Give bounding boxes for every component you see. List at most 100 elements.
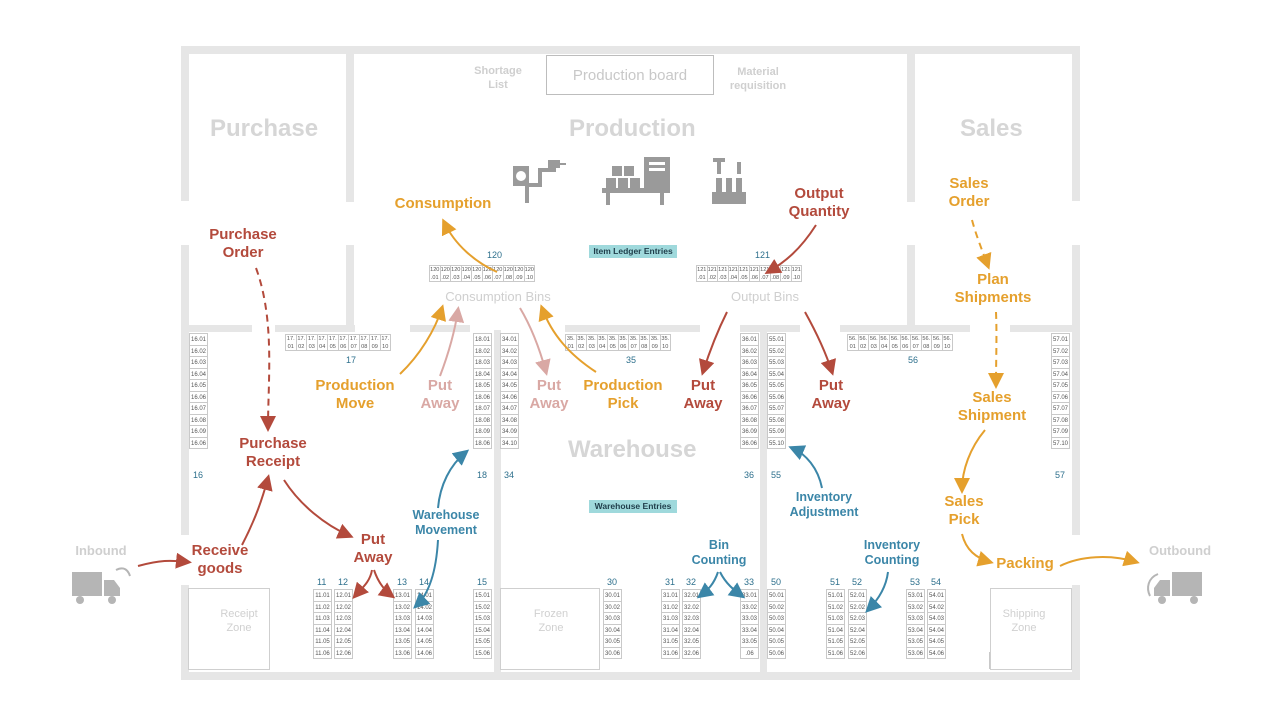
wall-mid-6 (840, 325, 970, 332)
bin-cell: 18.06 (473, 390, 492, 403)
put-away-label-2: Put Away (420, 377, 460, 412)
bin-cell: 18.06 (473, 436, 492, 449)
production-area-title: Production (569, 115, 696, 142)
put-away-label-5: Put Away (811, 377, 851, 412)
wall-mid-5 (740, 325, 800, 332)
consumption-label: Consumption (394, 195, 492, 212)
bin-number: 36 (744, 470, 755, 480)
bin-number: 55 (771, 470, 782, 480)
bin-cell: 18.01 (473, 333, 492, 346)
bin-number: 120 (487, 250, 503, 260)
wall-right-upper (1072, 46, 1080, 201)
bin-cell: 11.06 (313, 646, 332, 659)
packing-label: Packing (996, 555, 1054, 572)
bin-cell: 16.03 (189, 356, 208, 369)
bin-cell: 31.06 (661, 646, 680, 659)
consumption-bins-label: Consumption Bins (445, 289, 551, 304)
bin-cell: .06 (740, 646, 759, 659)
outbound-label: Outbound (1148, 543, 1212, 558)
bin-number: 52 (852, 577, 863, 587)
bin-cell: 12.03 (334, 612, 353, 625)
warehouse-movement-label: Warehouse Movement (412, 508, 480, 537)
bin-number: 57 (1055, 470, 1066, 480)
shipping-zone: Shipping Zone (990, 588, 1072, 670)
bin-cell: 34.09 (500, 425, 519, 438)
bin-cell: 55.07 (767, 402, 786, 415)
wall-left-lower (181, 245, 189, 535)
receipt-zone-label: Receipt Zone (220, 608, 258, 634)
bin-cell: 33.04 (740, 623, 759, 636)
production-board[interactable]: Production board (546, 55, 714, 95)
warehouse-entries-tag: Warehouse Entries (589, 500, 677, 513)
wall-warehouse-l (494, 330, 501, 675)
plan-shipments-label: Plan Shipments (954, 271, 1032, 306)
bin-cell: 57.05 (1051, 379, 1070, 392)
bin-cell: 54.06 (927, 646, 946, 659)
receive-goods-label: Receive goods (191, 542, 249, 577)
bin-number: 15 (477, 577, 488, 587)
inbound-label: Inbound (75, 543, 127, 558)
wall-left-upper (181, 46, 189, 201)
purchase-receipt-label: Purchase Receipt (239, 435, 307, 470)
bin-cell: 36.06 (740, 436, 759, 449)
bin-cell: 54.03 (927, 612, 946, 625)
robot-arm-icon (513, 160, 566, 203)
outbound-truck-icon (1147, 572, 1202, 604)
bin-cell: 50.06 (767, 646, 786, 659)
bin-cell: 53.06 (906, 646, 925, 659)
bin-number: 17 (346, 355, 357, 365)
bin-cell: 55.10 (767, 436, 786, 449)
bin-cell: 54.02 (927, 600, 946, 613)
bin-number: 11 (317, 577, 327, 587)
production-pick-label: Production Pick (583, 377, 663, 412)
wall-mid-2 (275, 325, 355, 332)
bin-cell: 17. 10 (379, 334, 391, 351)
bin-cell: 18.07 (473, 402, 492, 415)
wall-right-lower (1072, 245, 1080, 535)
output-quantity-label: Output Quantity (788, 185, 850, 220)
wall-bottom (181, 672, 1080, 680)
output-bins-label: Output Bins (731, 289, 799, 304)
bin-number: 51 (830, 577, 841, 587)
sales-order-label: Sales Order (948, 175, 990, 210)
bin-cell: 57.10 (1051, 436, 1070, 449)
bin-cell: 13.06 (393, 646, 412, 659)
bin-cell: 52.04 (848, 623, 867, 636)
bin-cell: 15.06 (473, 646, 492, 659)
bin-cell: 12.06 (334, 646, 353, 659)
wall-warehouse-r (760, 330, 767, 675)
bin-cell: 32.04 (682, 623, 701, 636)
conveyor-icon (602, 157, 670, 205)
wall-prod-sales-low (907, 245, 915, 332)
bin-number: 18 (477, 470, 488, 480)
bin-cell: 34.04 (500, 367, 519, 380)
frozen-zone: Frozen Zone (500, 588, 600, 670)
warehouse-area-title: Warehouse (568, 436, 697, 463)
put-away-label-4: Put Away (683, 377, 723, 412)
item-ledger-entries-tag: Item Ledger Entries (589, 245, 677, 258)
bin-cell: 53.03 (906, 612, 925, 625)
wall-right-bottom (1072, 585, 1080, 680)
bin-number: 56 (908, 355, 919, 365)
bin-number: 53 (910, 577, 921, 587)
bin-number: 30 (607, 577, 618, 587)
wall-mid-left (188, 325, 252, 332)
bin-number: 14 (419, 577, 430, 587)
purchase-order-label: Purchase Order (209, 226, 277, 261)
